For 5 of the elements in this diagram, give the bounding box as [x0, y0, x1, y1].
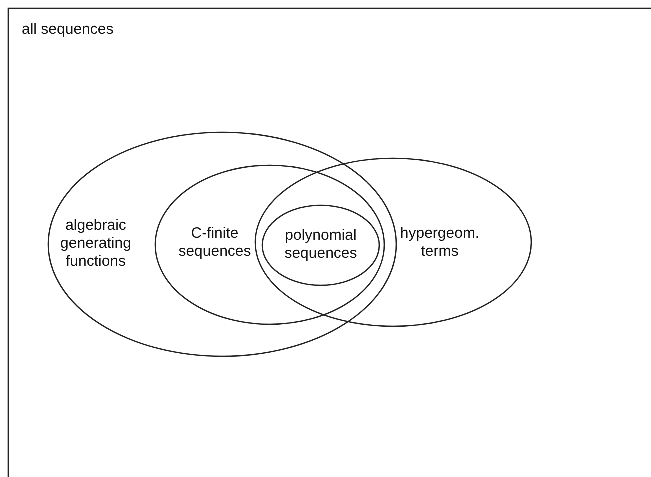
set-label: all sequences [22, 21, 114, 39]
set-label: C-finite sequences [178, 225, 252, 261]
set-label: hypergeom. terms [399, 225, 481, 261]
set-label: algebraic generating functions [60, 217, 132, 271]
set-label: polynomial sequences [284, 227, 358, 263]
